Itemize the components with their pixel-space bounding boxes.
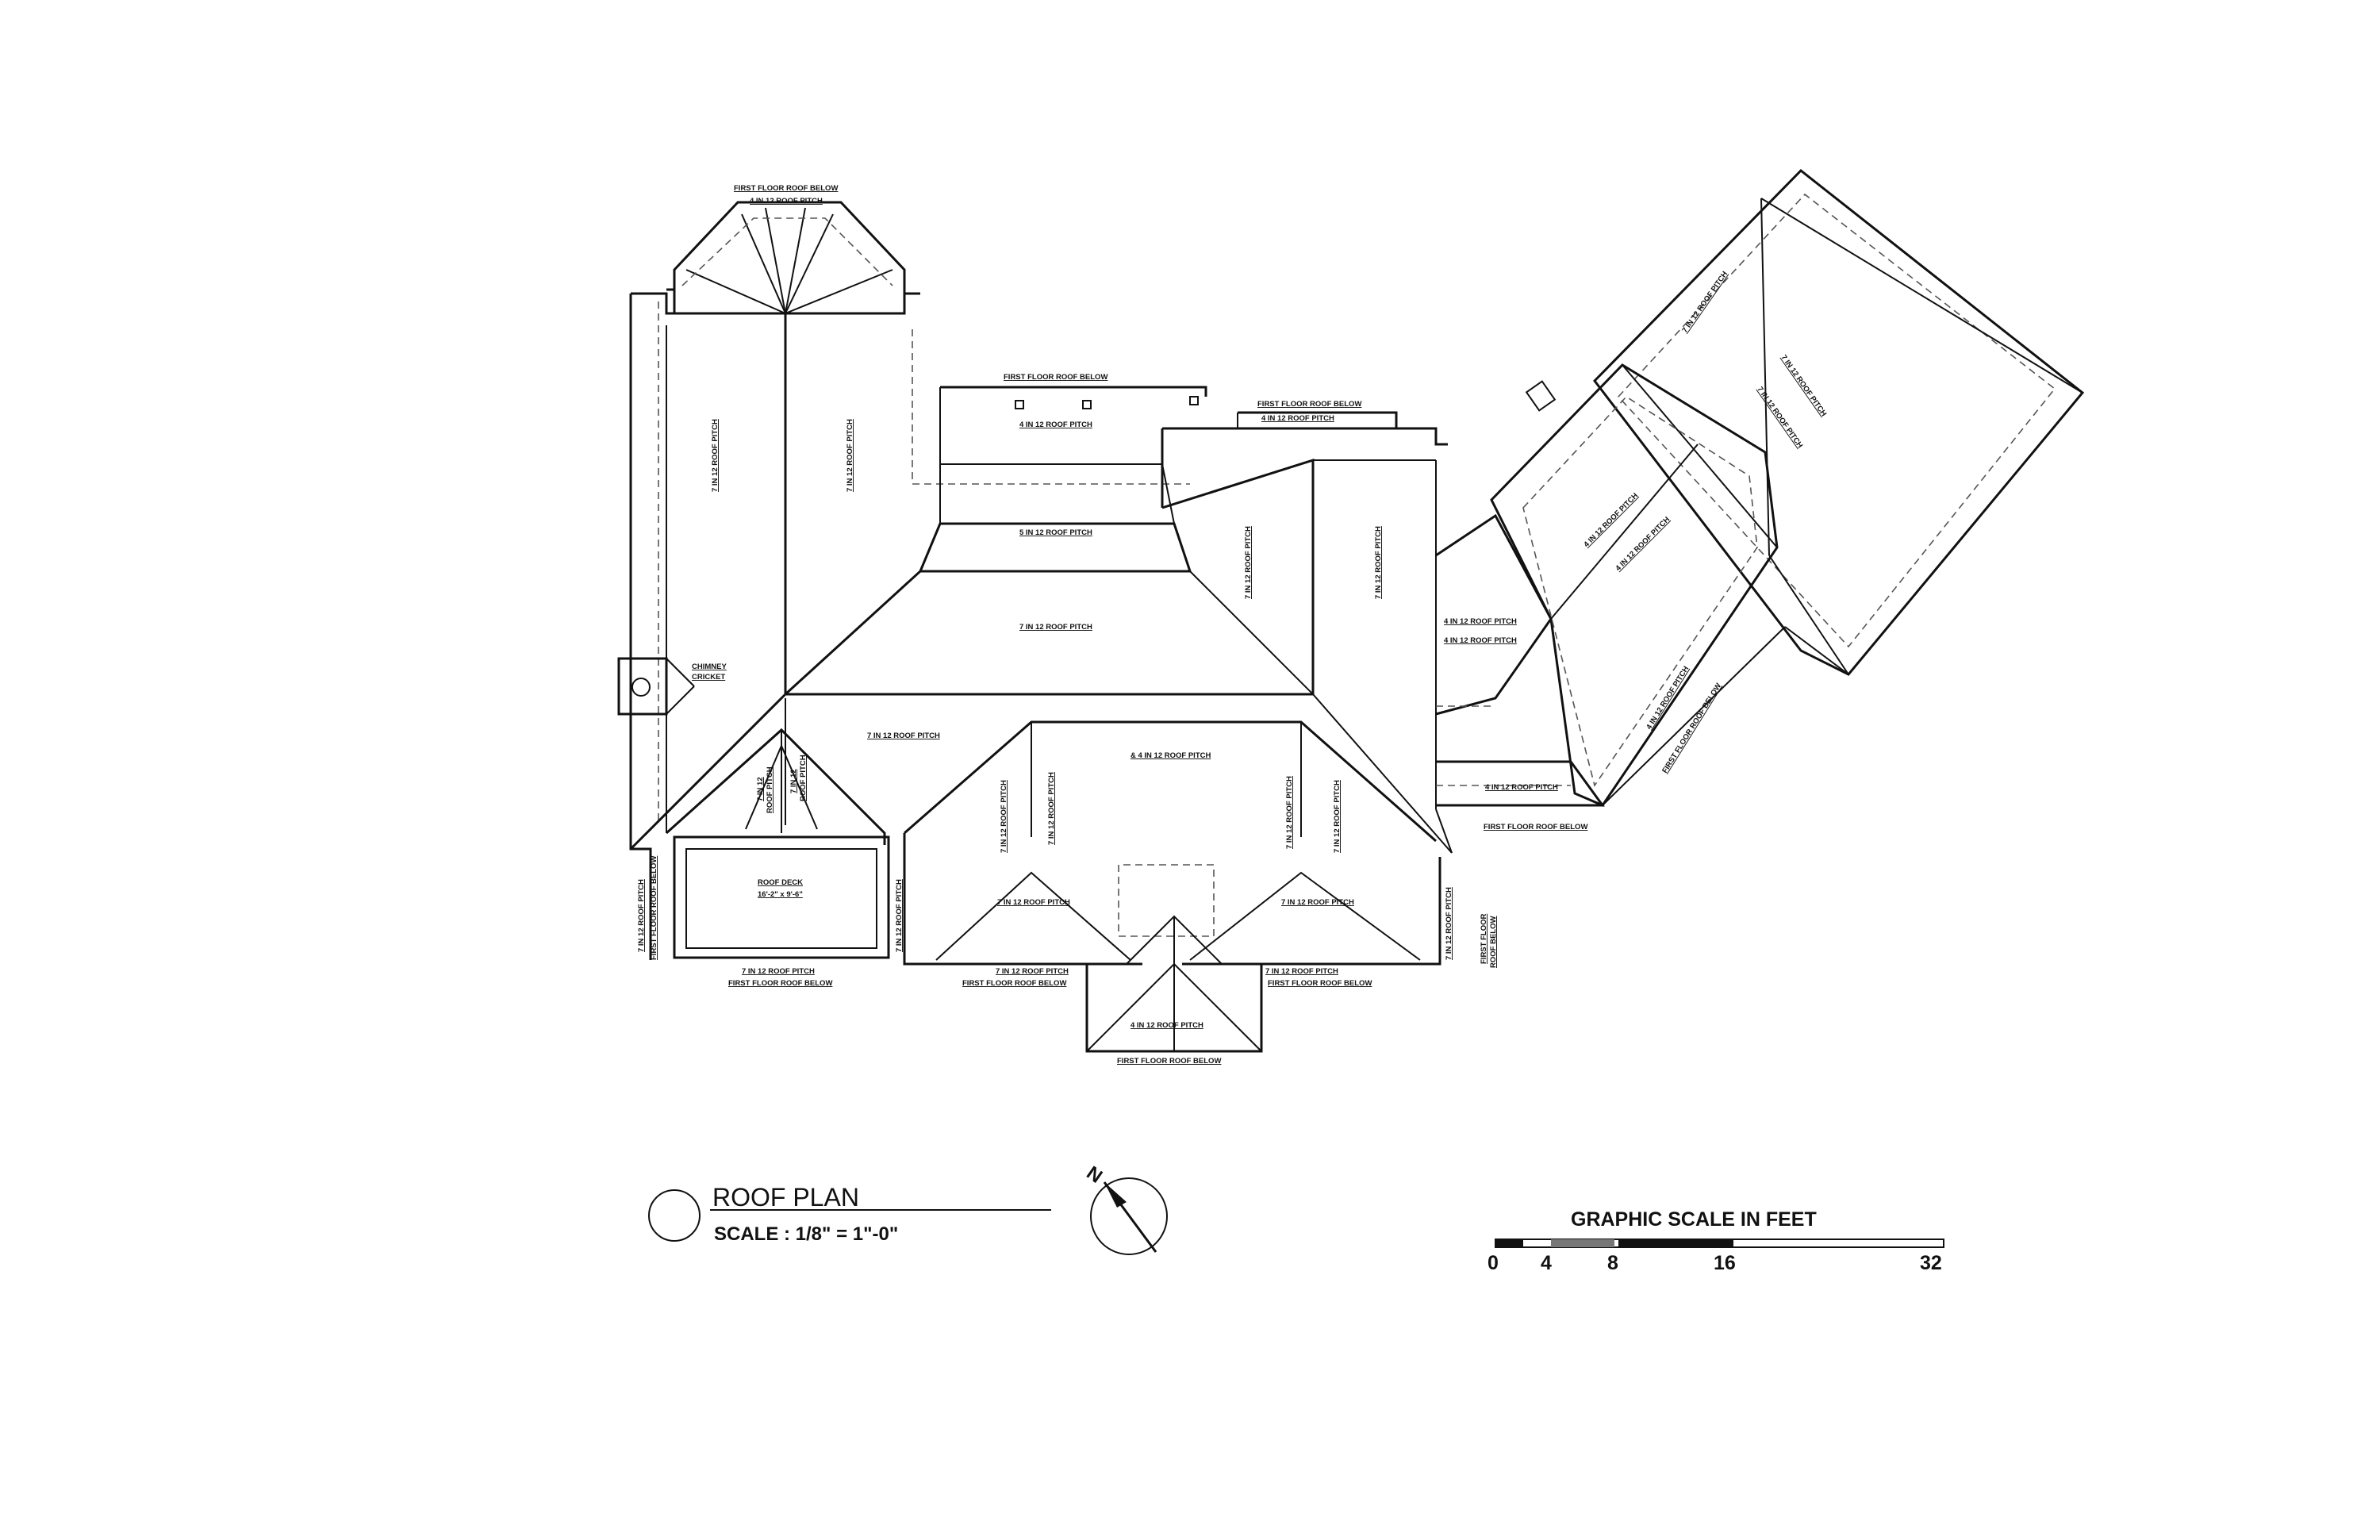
label-wing-pitch-b: 4 IN 12 ROOF PITCH [1444, 636, 1517, 645]
label-bottom-mid-first-floor: FIRST FLOOR ROOF BELOW [962, 979, 1066, 988]
house-roof-outline [617, 201, 1605, 1053]
label-first-floor-roof-below: FIRST FLOOR ROOF BELOW [734, 184, 838, 193]
label-bottom-left-pitch: 7 IN 12 ROOF PITCH [742, 967, 815, 976]
label-roof-deck: ROOF DECK [758, 878, 803, 887]
label-right-4-in-12: 4 IN 12 ROOF PITCH [1261, 414, 1334, 423]
label-right-first-floor: FIRST FLOOR ROOF BELOW [1257, 400, 1361, 409]
label-wing-pitch-f: 4 IN 12 ROOF PITCH [1645, 665, 1691, 732]
label-right-pitch-b: 7 IN 12 ROOF PITCH [1374, 526, 1383, 599]
label-bottom-mid-pitch: 7 IN 12 ROOF PITCH [996, 967, 1069, 976]
label-deck-7-in-12: 7 IN 12 [756, 777, 765, 801]
label-far-left-first-floor: FIRST FLOOR ROOF BELOW [650, 856, 658, 960]
garage-wing-outline [1490, 168, 2085, 807]
label-entry-first-floor: FIRST FLOOR ROOF BELOW [1117, 1057, 1221, 1066]
label-center-4-in-12: 4 IN 12 ROOF PITCH [1019, 421, 1092, 429]
label-lower-7-in-12: 7 IN 12 ROOF PITCH [867, 732, 940, 740]
north-label: N [1083, 1162, 1107, 1188]
label-deck-7-in-12-b: 7 IN 12 [789, 769, 798, 793]
label-roof-deck-size: 16'-2" x 9'-6" [758, 890, 803, 899]
title-scale: SCALE : 1/8" = 1"-0" [714, 1223, 898, 1245]
label-center-7-in-12: 7 IN 12 ROOF PITCH [1019, 623, 1092, 632]
label-wing-pitch-e: 4 IN 12 ROOF PITCH [1614, 515, 1672, 573]
label-wing-pitch-d: 4 IN 12 ROOF PITCH [1582, 491, 1640, 549]
label-left-pitch-b: 7 IN 12 ROOF PITCH [846, 419, 854, 492]
label-gable-a: 7 IN 12 ROOF PITCH [1000, 780, 1008, 853]
graphic-scale: GRAPHIC SCALE IN FEET 0 4 8 16 32 [1488, 1208, 1944, 1274]
scale-tick-32: 32 [1920, 1252, 1942, 1274]
label-bottom-left-first-floor: FIRST FLOOR ROOF BELOW [728, 979, 832, 988]
label-far-right-roof-below: ROOF BELOW [1489, 916, 1498, 968]
label-entry-pitch: 4 IN 12 ROOF PITCH [1130, 1021, 1203, 1030]
scale-tick-16: 16 [1714, 1252, 1736, 1274]
label-right-pitch-a: 7 IN 12 ROOF PITCH [1244, 526, 1253, 599]
label-center-4-in-12-b: & 4 IN 12 ROOF PITCH [1130, 751, 1211, 760]
label-bottom-right-pitch: 7 IN 12 ROOF PITCH [1265, 967, 1338, 976]
label-deck-roof-pitch: ROOF PITCH [766, 766, 774, 813]
label-chimney: CHIMNEY [692, 662, 727, 671]
label-wing-pitch-a: 4 IN 12 ROOF PITCH [1444, 617, 1517, 626]
label-garage-pitch-a: 7 IN 12 ROOF PITCH [1680, 270, 1729, 335]
graphic-scale-title: GRAPHIC SCALE IN FEET [1571, 1208, 1817, 1231]
label-gable-d: 7 IN 12 ROOF PITCH [1333, 780, 1342, 853]
label-gable-b: 7 IN 12 ROOF PITCH [1047, 772, 1056, 845]
label-deck-roof-pitch-b: ROOF PITCH [799, 755, 808, 801]
label-bottom-right-first-floor: FIRST FLOOR ROOF BELOW [1268, 979, 1372, 988]
label-garage-pitch-c: 7 IN 12 ROOF PITCH [1756, 385, 1805, 450]
label-far-right-first-floor: FIRST FLOOR [1480, 914, 1488, 964]
label-center-first-floor: FIRST FLOOR ROOF BELOW [1004, 373, 1107, 382]
scale-tick-8: 8 [1607, 1252, 1618, 1274]
north-arrow-icon: N [1083, 1162, 1168, 1255]
scale-tick-0: 0 [1488, 1252, 1499, 1274]
label-garage-pitch-b: 7 IN 12 ROOF PITCH [1779, 353, 1829, 418]
label-deck-side-pitch: 7 IN 12 ROOF PITCH [895, 879, 904, 952]
label-wing-first-floor: FIRST FLOOR ROOF BELOW [1484, 823, 1587, 831]
label-bay-pitch: 4 IN 12 ROOF PITCH [750, 197, 823, 205]
detail-bubble [648, 1189, 701, 1242]
label-lower-right-pitch: 7 IN 12 ROOF PITCH [1281, 898, 1354, 907]
label-wing-pitch-c: 4 IN 12 ROOF PITCH [1485, 783, 1558, 792]
scale-tick-4: 4 [1541, 1252, 1552, 1274]
title-block: ROOF PLAN SCALE : 1/8" = 1"-0" [648, 1183, 1051, 1245]
label-left-pitch-a: 7 IN 12 ROOF PITCH [711, 419, 720, 492]
label-lower-mid-pitch: 7 IN 12 ROOF PITCH [997, 898, 1070, 907]
label-center-5-in-12: 5 IN 12 ROOF PITCH [1019, 528, 1092, 537]
roof-labels: FIRST FLOOR ROOF BELOW 4 IN 12 ROOF PITC… [637, 184, 1828, 1066]
label-cricket: CRICKET [692, 673, 725, 682]
label-far-left-pitch: 7 IN 12 ROOF PITCH [637, 879, 646, 952]
label-gable-c: 7 IN 12 ROOF PITCH [1285, 776, 1294, 849]
label-far-right-pitch: 7 IN 12 ROOF PITCH [1445, 887, 1453, 960]
title-roof-plan: ROOF PLAN [712, 1183, 859, 1212]
